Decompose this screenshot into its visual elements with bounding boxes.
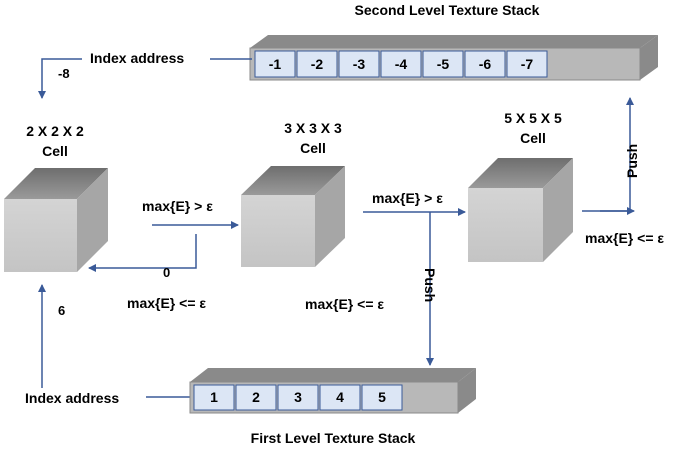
first-stack-bar: 1 2 3 4 5 bbox=[189, 368, 476, 414]
cell1-size-label: 2 X 2 X 2 bbox=[26, 123, 84, 139]
second-stack-bar: -1 -2 -3 -4 -5 -6 -7 bbox=[249, 35, 658, 81]
slot-label: 1 bbox=[210, 389, 218, 405]
second-index-arrow bbox=[38, 58, 82, 99]
slot-label: -4 bbox=[395, 56, 408, 72]
second-stack-slot: -6 bbox=[464, 50, 506, 78]
cell3-cube bbox=[468, 158, 573, 262]
arrow-push-to-second-stack bbox=[582, 97, 634, 212]
push-mid-label: Push bbox=[422, 268, 438, 302]
slot-label: 3 bbox=[294, 389, 302, 405]
cond-le-1: max{E} <= ε bbox=[127, 295, 206, 311]
second-index-label: Index address bbox=[90, 50, 184, 66]
slot-label: -5 bbox=[437, 56, 450, 72]
cond-gt-2: max{E} > ε bbox=[372, 190, 443, 206]
second-stack-slot: -2 bbox=[296, 50, 338, 78]
slot-label: 4 bbox=[336, 389, 344, 405]
second-stack-slot: -4 bbox=[380, 50, 422, 78]
cell1-cube bbox=[4, 168, 108, 272]
cell2-cube bbox=[241, 166, 345, 267]
slot-label: -6 bbox=[479, 56, 492, 72]
second-stack-slot: -3 bbox=[338, 50, 380, 78]
slot-label: -1 bbox=[269, 56, 282, 72]
first-stack-slot: 1 bbox=[193, 384, 235, 411]
cell2-size-label: 3 X 3 X 3 bbox=[284, 120, 342, 136]
second-index-value: -8 bbox=[58, 66, 70, 81]
second-stack-slot: -5 bbox=[422, 50, 464, 78]
return-index-zero: 0 bbox=[163, 265, 170, 280]
cond-le-3: max{E} <= ε bbox=[585, 230, 664, 246]
first-index-label: Index address bbox=[25, 390, 119, 406]
slot-label: -2 bbox=[311, 56, 324, 72]
slot-label: -3 bbox=[353, 56, 366, 72]
push-right-label: Push bbox=[624, 144, 640, 178]
first-stack-slot: 3 bbox=[277, 384, 319, 411]
slot-label: 2 bbox=[252, 389, 260, 405]
second-stack-slot: -1 bbox=[254, 50, 296, 78]
cell2-name-label: Cell bbox=[300, 140, 326, 156]
second-stack-slot: -7 bbox=[506, 50, 548, 78]
first-stack-slot: 2 bbox=[235, 384, 277, 411]
slot-label: 5 bbox=[378, 389, 386, 405]
cell3-name-label: Cell bbox=[520, 130, 546, 146]
cell3-size-label: 5 X 5 X 5 bbox=[504, 110, 562, 126]
first-index-value: 6 bbox=[58, 303, 65, 318]
cell1-name-label: Cell bbox=[42, 143, 68, 159]
slot-label: -7 bbox=[521, 56, 534, 72]
arrow-return-to-cell1 bbox=[88, 234, 197, 272]
cond-le-2: max{E} <= ε bbox=[305, 296, 384, 312]
cond-gt-1: max{E} > ε bbox=[142, 198, 213, 214]
first-stack-slot: 5 bbox=[361, 384, 403, 411]
second-stack-title: Second Level Texture Stack bbox=[355, 2, 540, 18]
first-stack-slot: 4 bbox=[319, 384, 361, 411]
first-stack-title: First Level Texture Stack bbox=[251, 430, 416, 446]
